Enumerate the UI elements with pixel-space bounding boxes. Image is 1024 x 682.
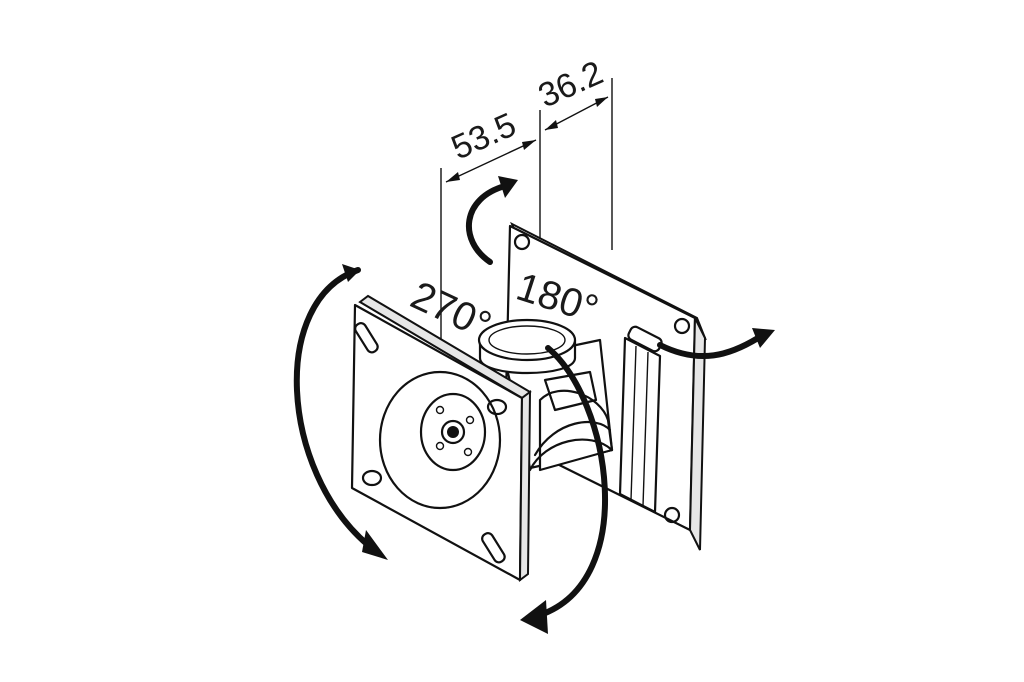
rotation-arrow-tilt-270 xyxy=(293,264,388,560)
rotation-arrow-top xyxy=(465,176,518,265)
dimension-lines xyxy=(440,78,613,340)
monitor-plate xyxy=(350,294,532,583)
dimension-label-53-5: 53.5 xyxy=(446,106,522,168)
swivel-joint xyxy=(477,318,614,472)
rotation-arrow-right xyxy=(657,328,775,360)
rotation-arrow-pan-180 xyxy=(520,345,608,634)
